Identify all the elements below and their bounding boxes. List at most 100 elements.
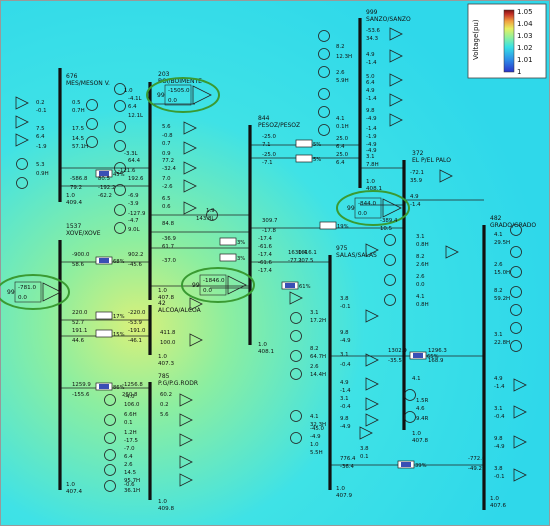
flow-value: -4.7 xyxy=(128,218,139,224)
load-circle-icon xyxy=(510,340,522,352)
loading-indicators: 45%68%17%15%86%19%5%5%3%3%61%65%39% xyxy=(95,139,439,469)
flow-value: 14.5 xyxy=(72,136,84,142)
flow-value: -3.3L xyxy=(124,151,138,157)
flow-value: 52.7 xyxy=(72,320,84,326)
flow-value: 25.0 xyxy=(336,152,349,158)
bus-name: XOVE/XOVE xyxy=(66,230,101,237)
load-triangle-icon xyxy=(445,245,459,259)
bus-name: EL P/EL PALO xyxy=(412,157,451,164)
bus-voltage-kv: 407.4 xyxy=(66,489,82,495)
flow-value: 0.0 xyxy=(416,282,425,288)
flow-value: -1.4 xyxy=(340,388,351,394)
bus-voltage-pu: 1.0 xyxy=(158,288,167,294)
generator-box xyxy=(14,281,42,303)
loading-box xyxy=(319,221,337,230)
bus-name: P.G/P.G.RODR xyxy=(158,380,198,387)
loading-percent: 15% xyxy=(113,332,125,338)
flow-value: 17.5 xyxy=(72,126,84,132)
flow-value: 8.2 xyxy=(494,288,503,294)
flow-value: -1.9 xyxy=(36,144,47,150)
flow-value: 3.8 xyxy=(360,446,369,452)
load-triangle-icon xyxy=(389,27,403,41)
bus-name: SALAS/SALAS xyxy=(336,252,377,259)
flow-value: 3.1 xyxy=(416,234,425,240)
generator-label: 99 xyxy=(157,92,165,99)
loading-box xyxy=(219,253,237,262)
flow-value: 12.3H xyxy=(336,54,352,60)
flow-value: -72.1 xyxy=(410,170,424,176)
flow-value: -0.4 xyxy=(340,404,351,410)
load-triangle-icon xyxy=(183,141,197,155)
generator-triangle-icon xyxy=(382,198,402,218)
generator-highlight xyxy=(181,267,255,303)
load-circle-icon xyxy=(114,83,126,95)
flow-value: -4.9 xyxy=(310,434,321,440)
flow-value: -1.4 xyxy=(410,202,421,208)
flow-value: 8.2 xyxy=(416,254,425,260)
flow-value: 6.4 xyxy=(336,160,345,166)
bus-voltage-pu: 1.0 xyxy=(66,193,75,199)
flow-value: -1.4 xyxy=(366,126,377,132)
generator-q: 0.0 xyxy=(203,288,212,294)
flow-value: 58.6 xyxy=(72,262,85,268)
flow-value: -77.1 xyxy=(288,258,302,264)
flow-value: -220.0 xyxy=(128,310,146,316)
flow-value: 14.5 xyxy=(124,470,136,476)
flow-value: -17.4 xyxy=(258,252,273,258)
load-triangle-icon xyxy=(365,353,379,367)
flow-value: 22.8H xyxy=(494,340,510,346)
loading-box xyxy=(95,329,113,338)
flow-value: 36.1H xyxy=(124,488,140,494)
flow-value: 1.2H xyxy=(124,430,137,436)
loading-percent: 86% xyxy=(113,385,125,391)
flow-value: -0.1 xyxy=(494,474,505,480)
load-circle-icon xyxy=(318,66,330,78)
load-circle-icon xyxy=(290,350,302,362)
load-triangle-icon xyxy=(513,468,527,482)
flow-value: 0.1 xyxy=(124,420,133,426)
loading-percent: 39% xyxy=(415,463,427,469)
flow-value: 4.1 xyxy=(494,232,503,238)
flow-value: 4.9 xyxy=(340,380,349,386)
flow-value: 411.8 xyxy=(160,330,176,336)
load-circle-icon xyxy=(404,411,416,423)
bus-number: 42 xyxy=(158,300,166,307)
flow-value: 1616.1 xyxy=(298,250,317,256)
load-triangle-icon xyxy=(365,243,379,257)
load-circle-icon xyxy=(86,118,98,130)
flow-value: -49.2 xyxy=(468,466,482,472)
bus-name: ALCOA/ALCOA xyxy=(158,307,202,314)
load-triangle-icon xyxy=(183,201,197,215)
flow-value: 143.8L xyxy=(196,216,214,222)
bus-voltage-pu: 1.0 xyxy=(336,486,345,492)
flow-value: -4.9 xyxy=(340,338,351,344)
load-circle-icon xyxy=(114,222,126,234)
load-triangle-icon xyxy=(389,49,403,63)
flow-value: 2.6 xyxy=(416,274,425,280)
loading-percent: 68% xyxy=(113,259,125,265)
load-circle-icon xyxy=(510,246,522,258)
load-circle-icon xyxy=(290,368,302,380)
flow-value: 6.4 xyxy=(124,454,133,460)
flow-value: 80.5 xyxy=(98,176,110,182)
bus-voltage-kv: 408.1 xyxy=(258,349,274,355)
generator-triangle-icon xyxy=(192,85,212,105)
flow-value: -17.5 xyxy=(124,438,138,444)
flow-value: -4.9 xyxy=(366,148,377,154)
flow-value: -32.4 xyxy=(162,166,177,172)
bus-name: BOI/BOIMENTE xyxy=(158,78,202,85)
load-circle-icon xyxy=(104,480,116,492)
flow-value: 4.9 xyxy=(410,194,419,200)
loading-percent: 3% xyxy=(237,240,245,246)
flow-value: 3.8 xyxy=(494,466,503,472)
flow-value: 2.6 xyxy=(124,462,133,468)
flow-value: -62.2 xyxy=(98,193,112,199)
flow-value: 1296.3 xyxy=(428,348,447,354)
flow-value: 4.1 xyxy=(416,294,425,300)
bus-number: 372 xyxy=(412,150,424,157)
loads xyxy=(15,27,527,492)
flow-value: 2.6 xyxy=(494,262,503,268)
load-circle-icon xyxy=(114,162,126,174)
generator-triangle-icon xyxy=(42,282,62,302)
